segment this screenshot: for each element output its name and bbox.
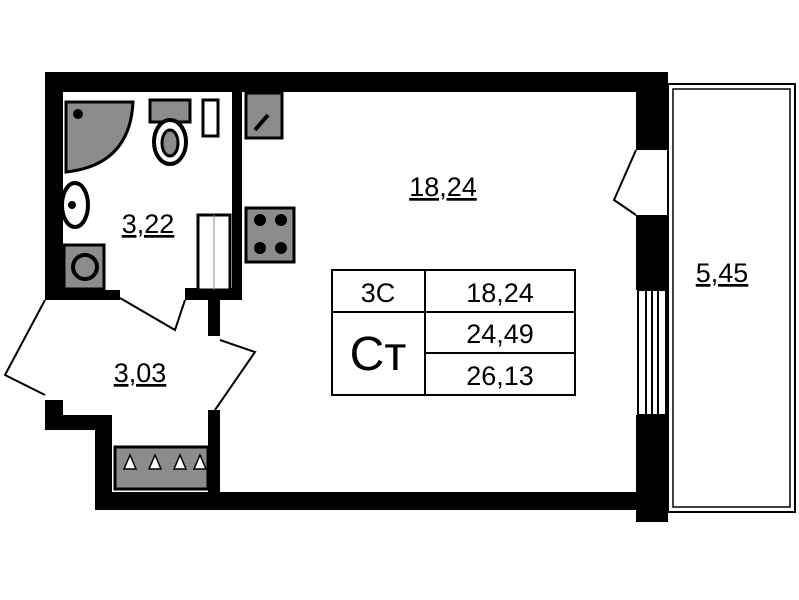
balcony	[667, 83, 796, 513]
kitchen-fixtures	[244, 91, 296, 264]
cabinet-icon	[201, 98, 220, 138]
door-room	[214, 339, 257, 411]
doors	[3, 149, 637, 411]
window	[637, 289, 667, 416]
bathroom-area: 3,22	[122, 209, 175, 239]
summary-table: 3С Ст 18,24 24,49 26,13	[331, 269, 576, 396]
rooms-code: 3С	[361, 278, 396, 308]
door-entrance	[3, 299, 46, 396]
total-area: 24,49	[466, 319, 534, 349]
stove-icon	[244, 206, 296, 264]
type-code: Ст	[350, 328, 407, 381]
balcony-area: 5,45	[696, 258, 749, 288]
door-balcony	[612, 149, 637, 216]
bathroom-fixtures	[60, 98, 232, 292]
hall-area: 3,03	[114, 358, 167, 388]
shower-icon	[64, 100, 135, 174]
living-area: 18,24	[466, 278, 534, 308]
walls	[45, 72, 668, 522]
main-room-area: 18,24	[409, 172, 477, 202]
sink-icon	[244, 91, 284, 140]
wardrobe-icon	[113, 445, 210, 491]
door-bathroom	[119, 297, 186, 332]
total-with-balcony: 26,13	[466, 361, 534, 391]
